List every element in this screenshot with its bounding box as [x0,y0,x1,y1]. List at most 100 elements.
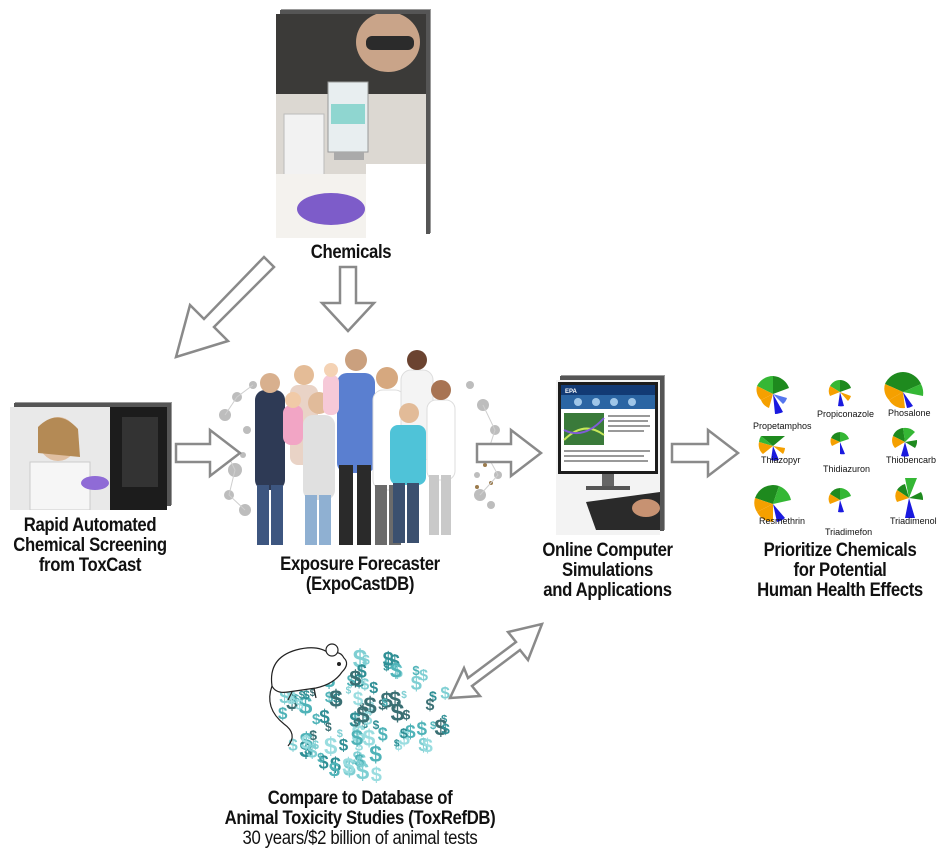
dollar-cloud-image: $$$$$$$$$$$$$$$$$$$$$$$$$$$$$$$$$$$$$$$$… [258,628,458,788]
dollar-sign-glyph: $ [394,738,400,749]
toxref-label-line-2: Animal Toxicity Studies (ToxRefDB) [224,808,496,829]
dollar-sign-glyph: $ [369,680,378,697]
dollar-sign-glyph: $ [411,673,422,695]
exposure-label: Exposure Forecaster (ExpoCastDB) [268,555,453,595]
computer-label-line-2: Simulations [562,560,653,581]
screen-brand: EPA [565,389,578,395]
dollar-sign-glyph: $ [301,733,312,754]
arrow-down-chemicals-to-exposure [319,265,377,333]
dollar-sign-glyph: $ [429,688,437,704]
screening-label-line-3: from ToxCast [38,555,142,576]
pie-thiobencarb [892,427,918,457]
dollar-sign-glyph: $ [353,748,363,767]
dollar-sign-glyph: $ [395,737,403,753]
dollar-sign-glyph: $ [317,750,325,765]
dollar-sign-glyph: $ [310,688,316,699]
arrow-right-computer-to-prioritize [670,427,741,479]
dollar-sign-glyph: $ [357,662,367,682]
dollar-sign-glyph: $ [355,751,365,770]
dollar-sign-glyph: $ [400,725,408,741]
dollar-sign-glyph: $ [353,712,359,724]
prioritize-label: Prioritize Chemicals for Potential Human… [756,541,923,601]
dollar-sign-glyph: $ [384,656,393,673]
dollar-sign-glyph: $ [382,697,388,709]
dollar-sign-glyph: $ [353,643,368,673]
pie-triadimenol [895,478,924,518]
dollar-sign-glyph: $ [343,755,356,781]
dollar-sign-glyph: $ [325,689,334,706]
dollar-sign-glyph: $ [354,671,365,692]
screening-photo [10,407,167,510]
dollar-sign-glyph: $ [339,736,349,755]
dollar-sign-glyph: $ [405,722,416,743]
dollar-sign-glyph: $ [412,663,420,678]
toxref-label: Compare to Database of Animal Toxicity S… [219,789,501,849]
dollar-sign-glyph: $ [383,661,389,673]
dollar-sign-glyph: $ [392,662,403,683]
pie-label-resmethrin: Resmethrin [759,516,805,526]
dollar-sign-glyph: $ [426,697,435,714]
dollar-sign-glyph: $ [312,711,321,728]
exposure-label-line-1: Exposure Forecaster [280,554,440,575]
pie-label-triadimefon: Triadimefon [825,527,872,537]
dollar-sign-glyph: $ [287,689,297,708]
dollar-sign-glyph: $ [299,736,313,763]
chemicals-label-line-1: Chemicals [310,242,392,263]
dollar-sign-glyph: $ [368,700,375,714]
dollar-sign-glyph: $ [349,666,361,691]
dollar-sign-glyph: $ [330,755,341,777]
dollar-sign-glyph: $ [373,718,380,732]
pie-propiconazole [828,380,851,407]
dollar-sign-glyph: $ [299,690,305,702]
chemicals-label: Chemicals [285,243,417,263]
pie-thidiazuron [830,432,849,455]
chemicals-photo [276,14,426,238]
dollar-sign-glyph: $ [441,713,447,725]
dollar-sign-glyph: $ [356,751,367,772]
dollar-sign-glyph: $ [352,720,366,748]
arrow-right-screening-to-exposure [174,427,243,479]
dollar-sign-glyph: $ [293,693,299,705]
dollar-sign-glyph: $ [378,725,388,745]
dollar-sign-glyph: $ [353,689,364,710]
dollar-sign-glyph: $ [351,726,363,751]
dollar-sign-glyph: $ [356,758,370,785]
dollar-sign-glyph: $ [324,733,338,760]
dollar-sign-glyph: $ [288,736,298,755]
dollar-sign-glyph: $ [419,667,428,684]
dollar-sign-glyph: $ [418,735,428,755]
pie-label-thidiazuron: Thidiazuron [823,464,870,474]
dollar-sign-glyph: $ [279,687,290,708]
pie-label-propetamphos: Propetamphos [753,421,812,431]
dollar-sign-glyph: $ [422,736,433,757]
dollar-sign-glyph: $ [304,742,313,759]
dollar-sign-glyph: $ [440,684,450,703]
dollar-sign-glyph: $ [442,721,451,738]
dollar-sign-glyph: $ [390,652,400,672]
pie-label-triadimenol: Triadimenol [890,516,937,526]
dollar-sign-glyph: $ [346,686,352,697]
dollar-sign-glyph: $ [363,693,377,720]
dollar-sign-glyph: $ [325,720,332,734]
dollar-sign-glyph: $ [303,688,310,702]
pie-label-thiazopyr: Thiazopyr [761,455,801,465]
pie-propetamphos [756,376,789,414]
dollar-sign-glyph: $ [361,717,368,731]
dollar-sign-glyph: $ [417,719,428,740]
screening-label: Rapid Automated Chemical Screening from … [11,516,169,576]
dollar-sign-glyph: $ [401,690,407,701]
dollar-sign-glyph: $ [369,741,382,767]
dollar-sign-glyph: $ [434,714,447,740]
dollar-sign-glyph: $ [362,709,372,729]
dollar-sign-glyph: $ [363,725,376,751]
dollar-sign-glyph: $ [430,720,436,732]
prioritize-label-line-3: Human Health Effects [757,580,923,601]
dollar-sign-glyph: $ [312,738,319,752]
dollar-sign-glyph: $ [391,698,405,726]
exposure-label-line-2: (ExpoCastDB) [305,574,415,595]
dollar-sign-glyph: $ [390,659,402,682]
pie-label-phosalone: Phosalone [888,408,931,418]
dollar-sign-glyph: $ [299,692,313,720]
dollar-sign-glyph: $ [319,707,330,728]
dollar-sign-glyph: $ [349,709,361,732]
